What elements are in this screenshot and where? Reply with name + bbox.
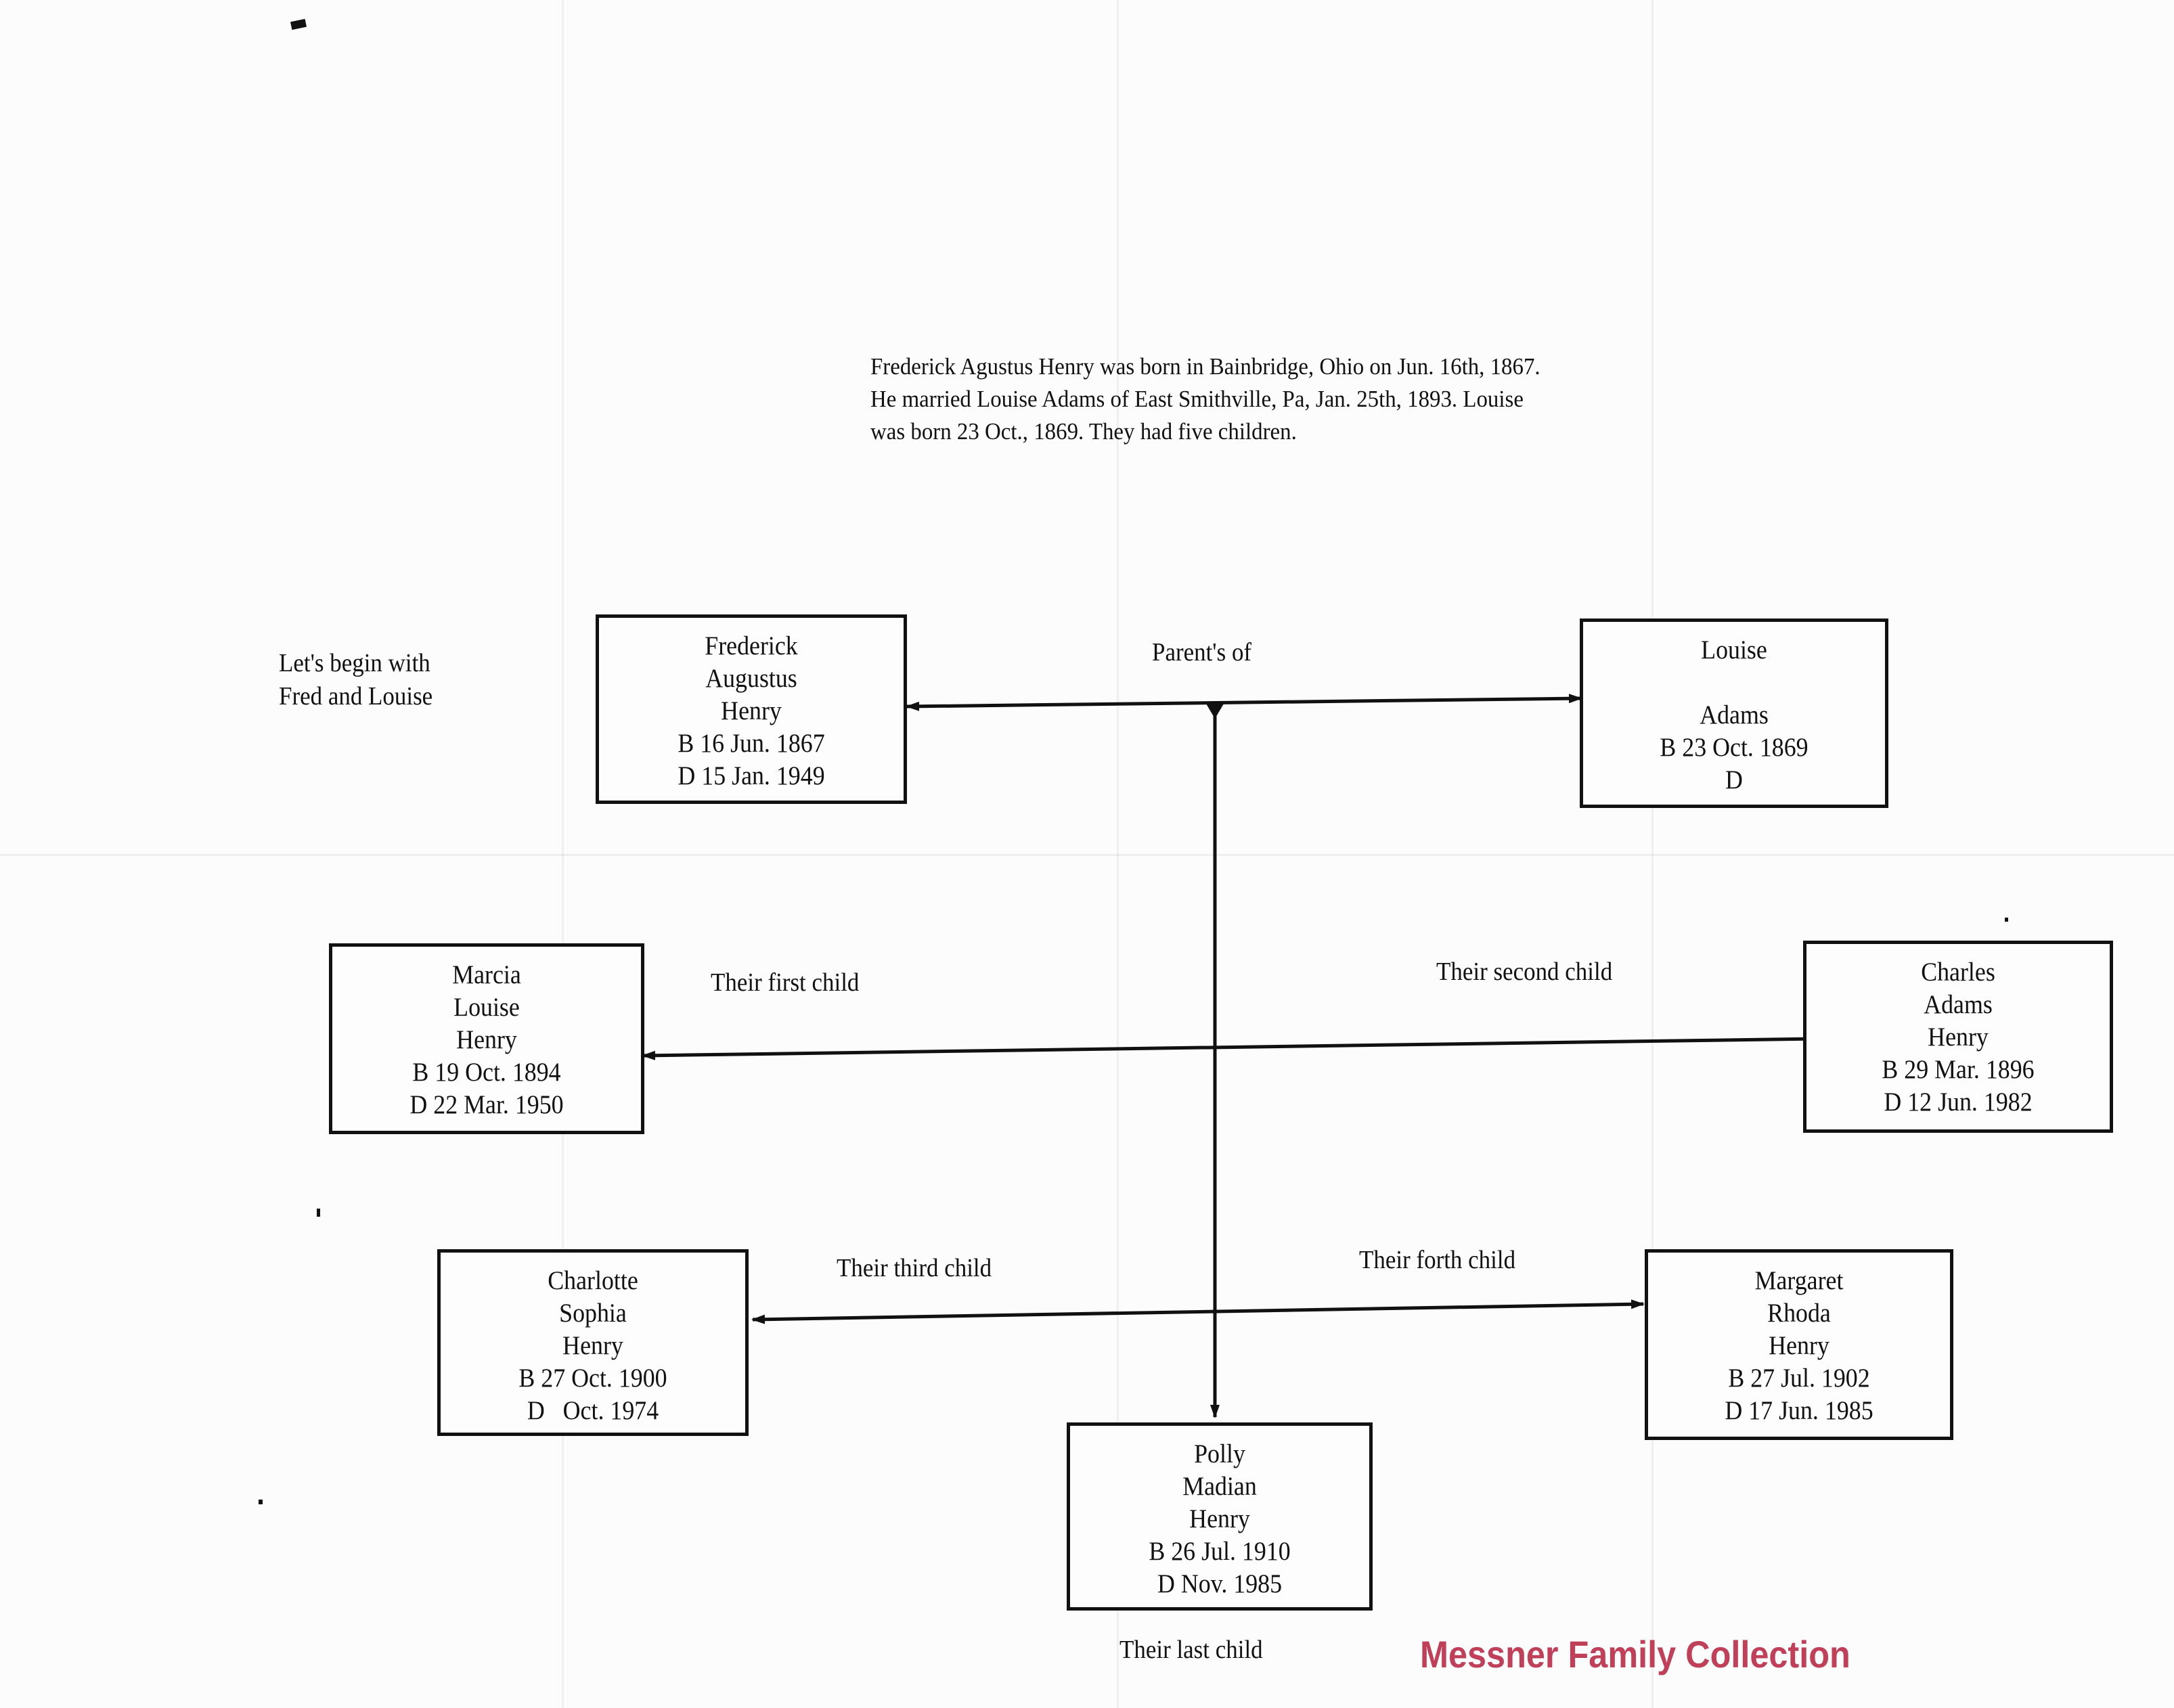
intro-line: was born 23 Oct., 1869. They had five ch… [870,418,1297,445]
person-line: Adams [1924,990,1993,1019]
person-line: B 23 Oct. 1869 [1660,733,1809,762]
side-note-line: Fred and Louise [279,682,433,711]
person-line: Adams [1700,700,1769,729]
label-first-child: Their first child [711,968,860,997]
person-box-polly: Polly Madian Henry B 26 Jul. 1910 D Nov.… [1067,1422,1373,1611]
scan-speck [259,1500,263,1504]
person-line: D [1725,765,1743,794]
person-line: D Oct. 1974 [527,1396,659,1425]
person-line: Marcia [452,960,521,989]
paper-crease [1651,0,1654,1708]
parents-connector [906,694,1582,711]
person-box-charlotte: Charlotte Sophia Henry B 27 Oct. 1900 D … [437,1249,749,1436]
person-line: Margaret [1754,1266,1844,1295]
paper-crease [0,854,2174,856]
scan-speck [317,1209,320,1217]
person-line: Augustus [705,664,797,693]
person-line: D 15 Jan. 1949 [678,761,825,790]
intro-paragraph: Frederick Agustus Henry was born in Bain… [870,351,1698,448]
person-line: B 26 Jul. 1910 [1149,1537,1291,1566]
person-line: Henry [1928,1022,1989,1052]
person-line [1595,667,1873,699]
person-box-louise: Louise Adams B 23 Oct. 1869 D [1580,619,1888,808]
person-box-marcia: Marcia Louise Henry B 19 Oct. 1894 D 22 … [329,943,644,1134]
person-line: Polly [1194,1439,1245,1468]
first-second-child-connector [642,1034,1819,1060]
person-line: Henry [1189,1504,1250,1533]
person-line: Sophia [559,1299,627,1328]
person-line: D 22 Mar. 1950 [409,1090,564,1119]
person-line: Frederick [705,631,798,660]
person-line: D Nov. 1985 [1157,1569,1283,1598]
person-line: B 29 Mar. 1896 [1882,1055,2035,1084]
person-line: B 27 Oct. 1900 [518,1364,667,1393]
person-line: Charlotte [548,1266,638,1295]
person-line: Henry [721,696,782,725]
person-box-margaret: Margaret Rhoda Henry B 27 Jul. 1902 D 17… [1645,1249,1953,1440]
label-fourth-child: Their forth child [1359,1246,1516,1274]
person-line: B 16 Jun. 1867 [678,729,825,758]
intro-line: He married Louise Adams of East Smithvil… [870,386,1524,412]
person-line: Charles [1921,958,1995,987]
paper-crease [562,0,564,1708]
intro-line: Frederick Agustus Henry was born in Bain… [870,353,1540,380]
person-box-frederick: Frederick Augustus Henry B 16 Jun. 1867 … [596,614,907,804]
person-line: Henry [456,1025,517,1054]
person-line: D 12 Jun. 1982 [1884,1087,2033,1117]
person-line: Madian [1182,1472,1257,1501]
person-line: Henry [562,1331,623,1360]
label-parents: Parent's of [1152,638,1252,667]
collection-watermark: Messner Family Collection [1420,1633,1850,1676]
paper-crease [1117,0,1119,1708]
side-note-line: Let's begin with [279,649,430,677]
side-note: Let's begin with Fred and Louise [279,647,432,713]
person-line: Henry [1769,1331,1829,1360]
person-line: Louise [453,993,520,1022]
person-line: D 17 Jun. 1985 [1725,1396,1873,1425]
third-fourth-child-connector [751,1299,1645,1324]
person-line: Rhoda [1767,1299,1831,1328]
person-line: B 19 Oct. 1894 [412,1058,561,1087]
person-line: B 27 Jul. 1902 [1728,1364,1870,1393]
label-second-child: Their second child [1436,958,1613,986]
scan-speck [2005,918,2008,922]
label-last-child: Their last child [1119,1636,1263,1664]
person-box-charles: Charles Adams Henry B 29 Mar. 1896 D 12 … [1803,941,2113,1133]
person-line: Louise [1701,635,1767,665]
label-third-child: Their third child [837,1254,992,1282]
